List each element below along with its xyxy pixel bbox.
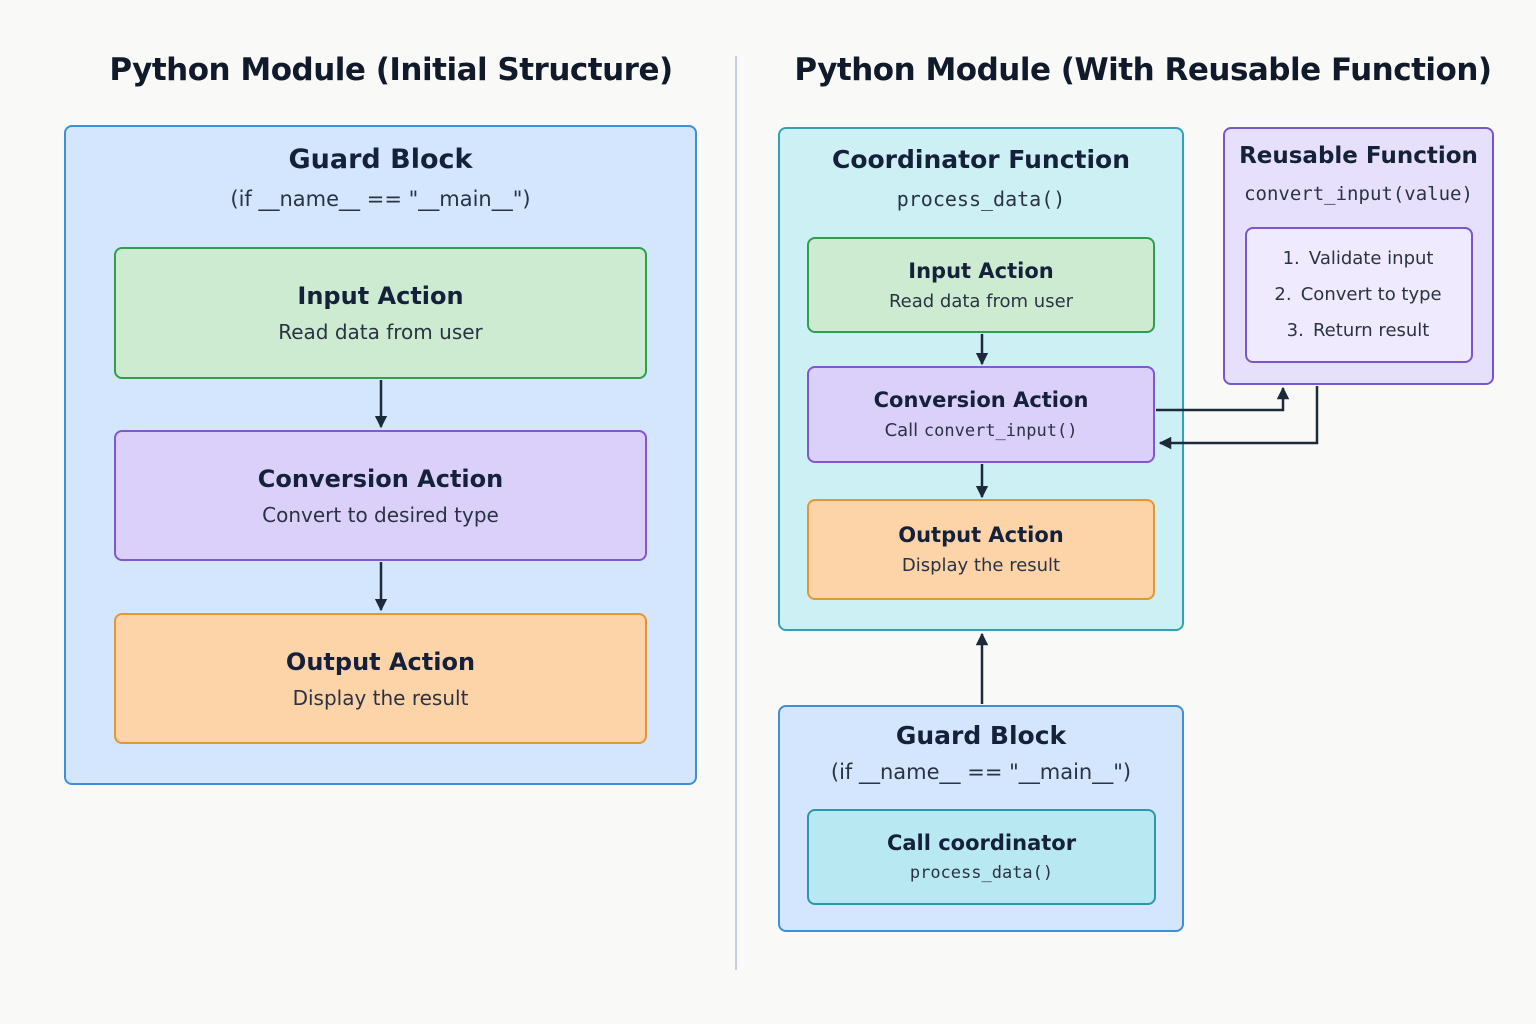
left-conversion-action: Conversion Action Convert to desired typ… <box>114 430 647 561</box>
right-output-action: Output Action Display the result <box>807 499 1155 600</box>
left-input-action: Input Action Read data from user <box>114 247 647 379</box>
reusable-title: Reusable Function <box>1239 143 1478 169</box>
left-output-desc: Display the result <box>292 685 469 710</box>
right-conversion-action: Conversion Action Call convert_input() <box>807 366 1155 463</box>
left-conversion-desc: Convert to desired type <box>262 502 499 527</box>
left-guard-title: Guard Block <box>288 144 473 175</box>
right-guard-title: Guard Block <box>895 721 1067 750</box>
arrow-call-to-reusable <box>1156 386 1290 412</box>
call-coordinator-code: process_data() <box>909 863 1054 883</box>
left-input-title: Input Action <box>297 282 464 310</box>
reusable-signature: convert_input(value) <box>1244 183 1473 205</box>
step-item: 1. Validate input <box>1282 248 1434 269</box>
right-output-desc: Display the result <box>901 555 1061 576</box>
call-coordinator-title: Call coordinator <box>886 831 1077 855</box>
right-input-action: Input Action Read data from user <box>807 237 1155 333</box>
arrow-return-from-reusable <box>1158 386 1319 450</box>
step-item: 2. Convert to type <box>1274 284 1442 305</box>
right-conversion-title: Conversion Action <box>873 388 1089 412</box>
right-conversion-desc-prefix: Call <box>884 420 919 441</box>
coordinator-signature: process_data() <box>896 187 1066 211</box>
left-input-desc: Read data from user <box>278 320 483 344</box>
left-output-action: Output Action Display the result <box>114 613 647 744</box>
left-output-title: Output Action <box>285 647 476 676</box>
right-input-desc: Read data from user <box>888 290 1074 312</box>
coordinator-title: Coordinator Function <box>831 145 1131 174</box>
reusable-steps: 1. Validate input 2. Convert to type 3. … <box>1245 227 1473 363</box>
right-input-title: Input Action <box>908 258 1054 283</box>
right-guard-condition: (if __name__ == "__main__") <box>830 760 1132 784</box>
right-output-title: Output Action <box>898 523 1064 547</box>
call-coordinator: Call coordinator process_data() <box>807 809 1156 905</box>
section-divider <box>735 56 737 970</box>
left-diagram-title: Python Module (Initial Structure) <box>109 52 673 88</box>
step-item: 3. Return result <box>1286 320 1430 341</box>
left-guard-condition: (if __name__ == "__main__") <box>230 187 531 211</box>
reusable-steps-list: 1. Validate input 2. Convert to type 3. … <box>1271 241 1442 349</box>
left-conversion-title: Conversion Action <box>257 464 504 493</box>
right-diagram-title: Python Module (With Reusable Function) <box>794 52 1492 88</box>
right-conversion-desc-code: convert_input() <box>923 421 1078 441</box>
